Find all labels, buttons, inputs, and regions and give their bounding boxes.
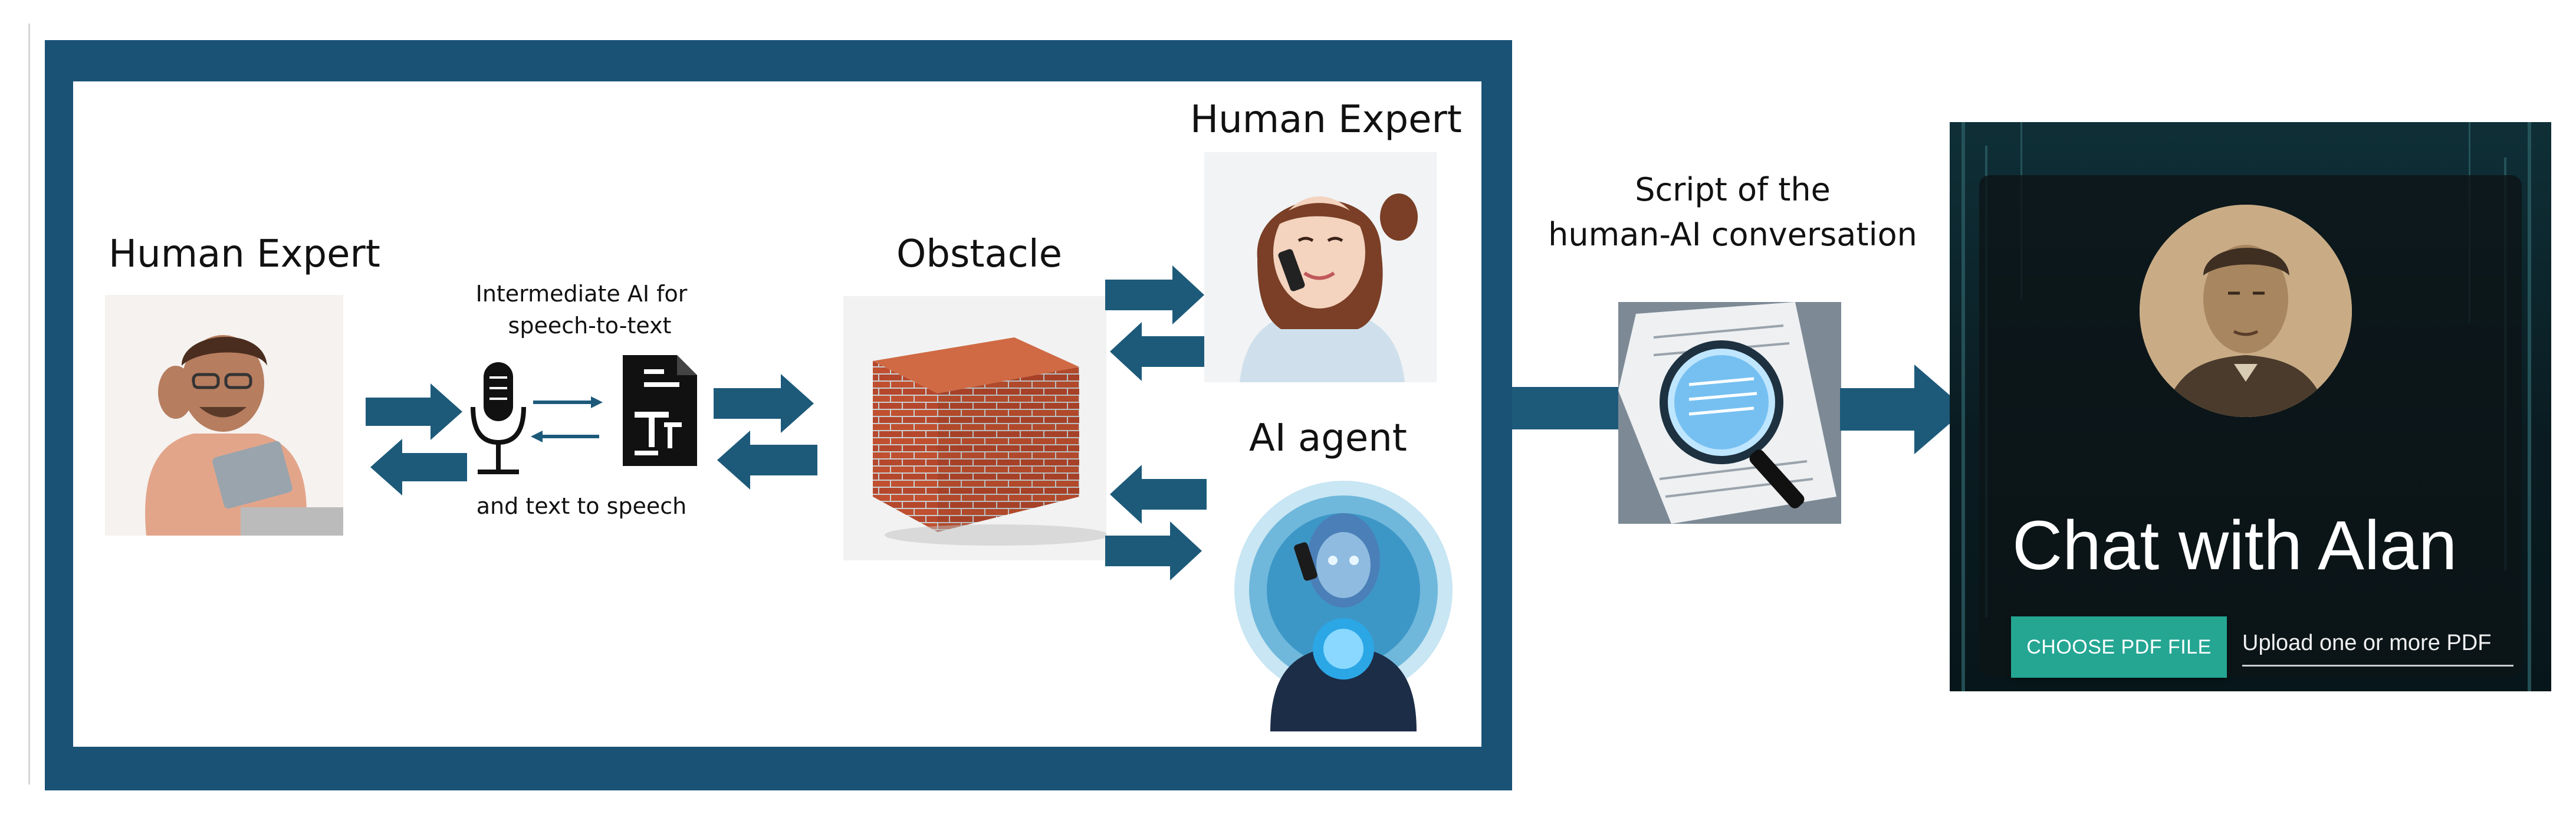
chat-with-alan-panel: Chat with Alan CHOOSE PDF FILE Upload on… bbox=[1950, 122, 2551, 691]
script-label-line1: Script of the bbox=[1635, 171, 1831, 208]
intermediate-ai-line1: Intermediate AI for bbox=[475, 281, 688, 307]
ai-agent-label: AI agent bbox=[1249, 416, 1407, 460]
chat-title: Chat with Alan bbox=[2012, 507, 2457, 585]
brick-wall-image bbox=[843, 296, 1109, 560]
conversion-arrows bbox=[531, 396, 603, 442]
alan-portrait bbox=[2140, 205, 2352, 417]
obstacle-label: Obstacle bbox=[896, 232, 1062, 276]
document-icon bbox=[623, 355, 697, 466]
script-label-line2: human-AI conversation bbox=[1548, 216, 1917, 253]
arrow-pair-human bbox=[1105, 265, 1207, 381]
matrix-rain-background bbox=[1961, 122, 2531, 691]
upload-pdf-field[interactable]: Upload one or more PDF bbox=[2242, 631, 2513, 667]
connector-bar-left bbox=[1512, 387, 1619, 429]
intermediate-ai-line2: speech-to-text bbox=[508, 313, 672, 339]
arrow-pair-ai bbox=[1105, 465, 1207, 580]
left-border-line bbox=[28, 24, 30, 785]
human-expert-left-label: Human Expert bbox=[109, 232, 380, 276]
intermediate-ai-line3: and text to speech bbox=[476, 493, 687, 519]
human-expert-right-label: Human Expert bbox=[1190, 98, 1462, 142]
arrow-pair-middle bbox=[714, 374, 817, 490]
magnifier-image bbox=[1618, 302, 1841, 524]
human-expert-right-photo bbox=[1204, 152, 1437, 382]
ai-agent-image bbox=[1229, 472, 1458, 731]
choose-pdf-button[interactable]: CHOOSE PDF FILE bbox=[2011, 616, 2227, 678]
human-expert-left-photo bbox=[105, 295, 343, 536]
connector-arrow-right bbox=[1840, 365, 1966, 454]
arrow-pair-left bbox=[366, 383, 467, 495]
microphone-icon bbox=[471, 362, 526, 474]
